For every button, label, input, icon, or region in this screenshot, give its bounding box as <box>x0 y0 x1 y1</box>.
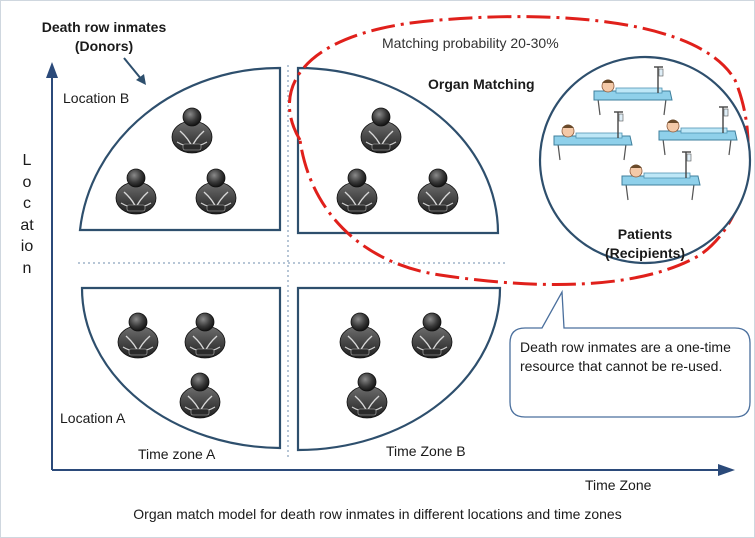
time-zone-b-label: Time Zone B <box>386 443 466 459</box>
figure-caption: Organ match model for death row inmates … <box>133 506 622 522</box>
x-axis-arrow <box>718 464 735 476</box>
organ-matching-title: Organ Matching <box>428 76 535 92</box>
time-zone-a-label: Time zone A <box>138 446 216 462</box>
patients-title: Patients (Recipients) <box>604 226 686 261</box>
patients-ellipse <box>538 55 752 265</box>
matching-boundary <box>287 15 750 287</box>
y-axis-label: Location <box>20 152 34 277</box>
donors-arrow <box>123 57 143 81</box>
location-a-label: Location A <box>60 410 126 426</box>
y-axis-arrow <box>46 62 58 78</box>
donors-title: Death row inmates (Donors) <box>41 19 167 54</box>
x-axis-label: Time Zone <box>585 477 652 493</box>
callout-box <box>509 289 751 418</box>
donors-arrowhead <box>136 74 146 85</box>
callout-text: Death row inmates are a one-time resourc… <box>520 339 731 374</box>
location-b-label: Location B <box>63 90 130 106</box>
matching-probability: Matching probability 20-30% <box>382 35 559 51</box>
